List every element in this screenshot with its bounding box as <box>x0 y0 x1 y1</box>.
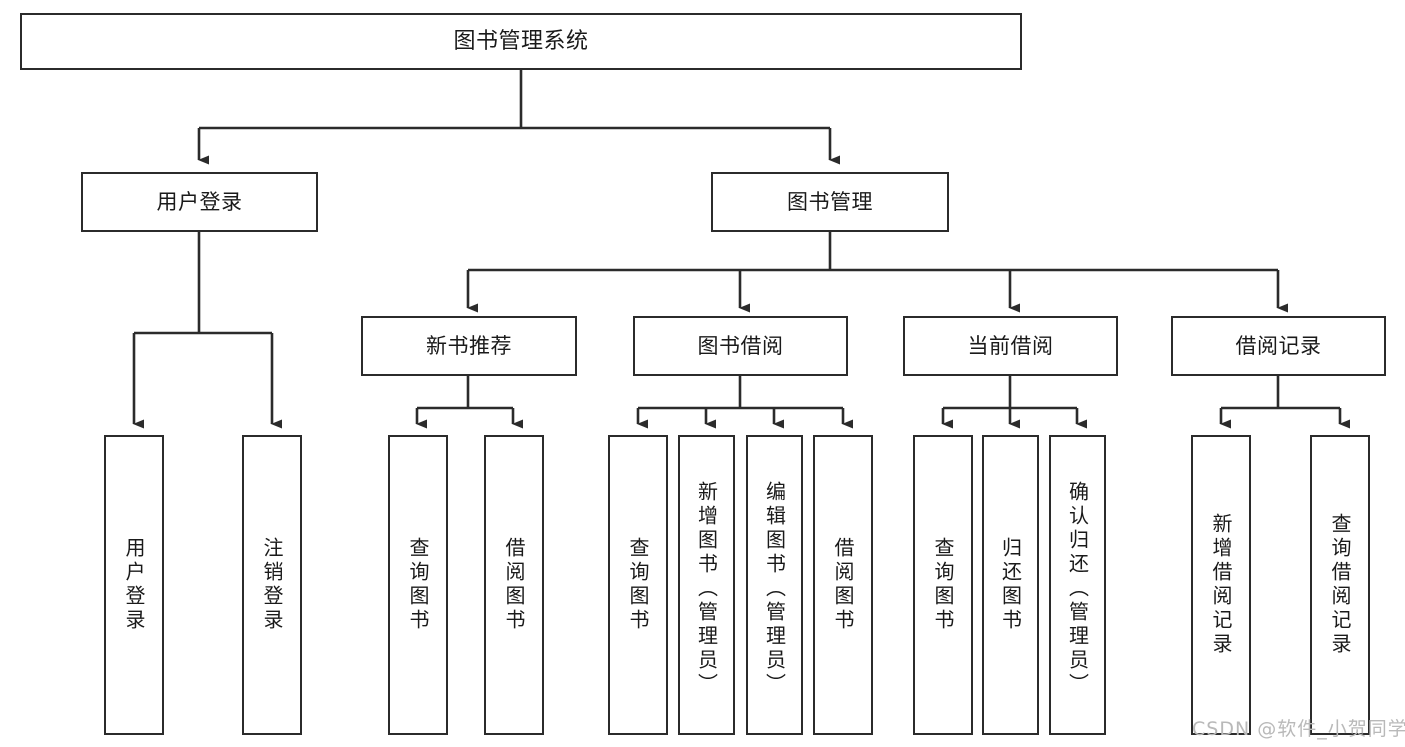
node-label: 图书管理系统 <box>453 28 589 54</box>
node-book-management[interactable]: 图书管理 <box>711 172 949 232</box>
node-label: 新书推荐 <box>426 333 512 358</box>
leaf-recommend-borrow-book[interactable]: 借阅图书 <box>484 435 544 735</box>
leaf-current-query-book[interactable]: 查询图书 <box>913 435 973 735</box>
node-new-book-recommend[interactable]: 新书推荐 <box>361 316 577 376</box>
leaf-user-login-logout[interactable]: 注销登录 <box>242 435 302 735</box>
node-label: 用户登录 <box>122 537 146 633</box>
node-current-borrow[interactable]: 当前借阅 <box>903 316 1118 376</box>
node-label: 新增图书（管理员） <box>694 481 719 697</box>
node-label: 查询图书 <box>931 537 955 633</box>
leaf-record-query-record[interactable]: 查询借阅记录 <box>1310 435 1370 735</box>
leaf-borrow-add-book-admin[interactable]: 新增图书（管理员） <box>678 435 735 735</box>
leaf-current-return-book[interactable]: 归还图书 <box>982 435 1039 735</box>
node-label: 借阅图书 <box>502 537 526 633</box>
node-label: 图书管理 <box>787 189 873 214</box>
node-label: 查询图书 <box>406 537 430 633</box>
node-user-login[interactable]: 用户登录 <box>81 172 318 232</box>
leaf-record-add-record[interactable]: 新增借阅记录 <box>1191 435 1251 735</box>
node-book-borrow[interactable]: 图书借阅 <box>633 316 848 376</box>
node-label: 查询借阅记录 <box>1328 513 1352 657</box>
node-borrow-record[interactable]: 借阅记录 <box>1171 316 1386 376</box>
leaf-current-confirm-return-admin[interactable]: 确认归还（管理员） <box>1049 435 1106 735</box>
node-label: 借阅图书 <box>831 537 855 633</box>
leaf-recommend-query-book[interactable]: 查询图书 <box>388 435 448 735</box>
leaf-borrow-query-book[interactable]: 查询图书 <box>608 435 668 735</box>
node-label: 归还图书 <box>998 537 1023 633</box>
node-label: 编辑图书（管理员） <box>762 481 787 697</box>
node-label: 当前借阅 <box>967 333 1054 358</box>
node-root-library-system[interactable]: 图书管理系统 <box>20 13 1022 70</box>
node-label: 查询图书 <box>626 537 650 633</box>
leaf-borrow-borrow-book[interactable]: 借阅图书 <box>813 435 873 735</box>
node-label: 确认归还（管理员） <box>1065 481 1090 697</box>
node-label: 图书借阅 <box>697 333 784 358</box>
leaf-borrow-edit-book-admin[interactable]: 编辑图书（管理员） <box>746 435 803 735</box>
csdn-watermark: CSDN @软件_小贺同学 <box>1192 718 1405 740</box>
leaf-user-login-login[interactable]: 用户登录 <box>104 435 164 735</box>
node-label: 借阅记录 <box>1235 333 1322 358</box>
node-label: 用户登录 <box>156 189 243 214</box>
node-label: 注销登录 <box>260 537 284 633</box>
node-label: 新增借阅记录 <box>1209 513 1233 657</box>
